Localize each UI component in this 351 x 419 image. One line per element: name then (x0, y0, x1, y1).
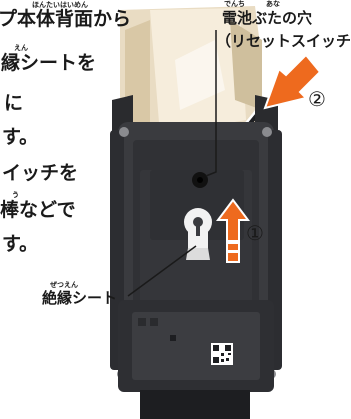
qr-code-icon (211, 343, 233, 365)
instruction-line6: 棒などで (0, 199, 76, 221)
sheet-label-text: 絶縁シート (42, 289, 118, 307)
instruction-line5: イッチを (2, 162, 79, 184)
instruction-line1: プ本体背面から (0, 8, 132, 30)
instruction-line2: 縁シートを (1, 52, 97, 74)
sheet-label-ruby: ぜつえん (50, 281, 78, 289)
instruction-line3: に (4, 92, 24, 114)
battery-label-subtitle: （リセットスイッチ） (216, 32, 351, 50)
battery-leader-line (205, 30, 217, 177)
ruby-line6: う (12, 191, 19, 199)
battery-label-ruby: でんち あな (224, 0, 280, 8)
arrow-diagonal-icon (263, 53, 322, 110)
instruction-line4: す。 (2, 126, 39, 148)
battery-label-title: 電池ぶたの穴 (222, 9, 313, 27)
ruby-line1: ほんたいはいめん (32, 1, 88, 9)
arrow-up-icon (216, 198, 250, 263)
keyhole-icon (184, 208, 212, 248)
step-2-marker: ② (308, 87, 326, 111)
instruction-line7: す。 (2, 233, 39, 255)
sheet-leader-line (127, 245, 197, 297)
step-1-marker: ① (246, 221, 264, 245)
ruby-line2: えん (14, 44, 28, 52)
